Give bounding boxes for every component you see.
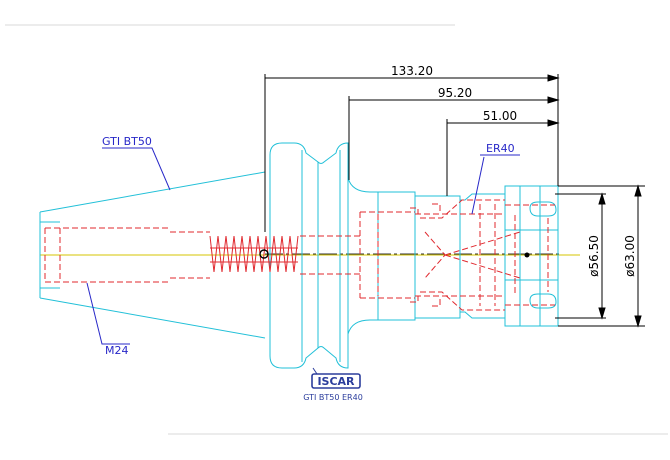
dim-outer-diameter: ø63.00	[623, 235, 637, 277]
svg-text:ISCAR: ISCAR	[317, 375, 355, 388]
dim-inner-diameter: ø56.50	[587, 235, 601, 277]
leader-lines	[86, 147, 520, 345]
label-gti-bt50: GTI BT50	[102, 135, 152, 148]
dim-overall-length: 133.20	[391, 64, 433, 78]
gauge-point-rear	[259, 249, 269, 259]
dim-nose-length: 51.00	[483, 109, 517, 123]
page-frame	[5, 24, 668, 435]
gauge-point-front	[524, 252, 530, 258]
caption-model: GTI BT50 ER40	[303, 393, 363, 402]
label-m24: M24	[105, 344, 129, 357]
iscar-logo: ISCAR	[311, 367, 361, 389]
hidden-lines	[44, 199, 555, 311]
label-er40: ER40	[486, 142, 515, 155]
dim-mid-length: 95.20	[438, 86, 472, 100]
dimension-lines	[264, 74, 645, 328]
thread-hatching	[209, 235, 299, 273]
